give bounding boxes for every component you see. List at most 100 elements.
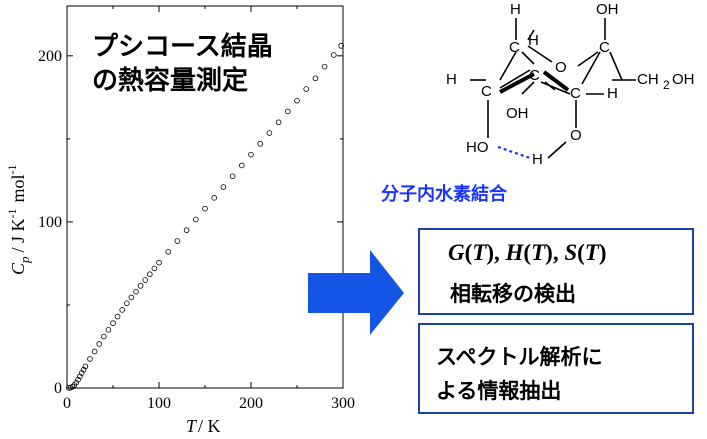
atom-label: C xyxy=(599,39,610,56)
formula-part: ( xyxy=(523,240,532,265)
x-axis-label-unit: / K xyxy=(198,416,221,436)
x-tick-label: 0 xyxy=(63,395,71,412)
y-axis-label-unit: / J K xyxy=(8,218,28,252)
x-tick-label: 100 xyxy=(147,395,171,412)
atom-label: C xyxy=(509,39,520,56)
y-axis-label-sub: p xyxy=(17,256,32,264)
formula-part: ) xyxy=(598,240,607,265)
atom-label: CH xyxy=(637,71,659,88)
atom-label: H xyxy=(510,1,521,18)
atom-label: 2 xyxy=(663,78,670,92)
atom-label: C xyxy=(481,83,492,100)
data-point xyxy=(284,108,291,115)
formula-part: H xyxy=(505,240,524,265)
x-axis-label-var: T xyxy=(186,416,198,436)
data-point xyxy=(91,348,98,355)
data-point xyxy=(303,86,310,92)
y-axis-label-var: C xyxy=(8,262,28,275)
data-point xyxy=(147,271,153,278)
atom-label: C xyxy=(570,85,581,102)
data-point xyxy=(142,277,149,283)
atom-label: H xyxy=(528,32,539,49)
data-point xyxy=(78,370,85,376)
formula-part: T xyxy=(531,240,546,265)
x-tick-label: 200 xyxy=(239,395,263,412)
formula-part: ( xyxy=(464,240,473,265)
data-point xyxy=(229,173,236,180)
data-point xyxy=(96,341,102,347)
formula-part: G xyxy=(448,240,465,265)
formula-part: T xyxy=(472,240,487,265)
data-point xyxy=(202,205,208,212)
atom-label: C xyxy=(529,67,540,84)
data-point xyxy=(294,97,300,104)
axis-ticks: 0 100 200 300 0 100 200 xyxy=(38,6,355,412)
data-point xyxy=(266,130,273,136)
spectral-analysis-line-1: スペクトル解析に xyxy=(436,345,603,369)
data-point xyxy=(156,259,162,266)
gibbs-enthalpy-entropy-formula: G(T), H(T), S(T) xyxy=(448,240,607,266)
atom-label: HO xyxy=(466,139,489,156)
phase-transition-label: 相転移の検出 xyxy=(450,282,576,306)
phase-transition-box: G(T), H(T), S(T) 相転移の検出 xyxy=(418,228,694,315)
data-point xyxy=(321,63,328,70)
formula-part: ), xyxy=(545,240,565,265)
data-point xyxy=(82,363,89,370)
data-point xyxy=(257,141,264,147)
y-tick-label: 0 xyxy=(54,380,62,397)
y-axis-label-unit2: mol xyxy=(8,174,28,202)
y-axis-label-exp1: -1 xyxy=(5,208,19,218)
data-point xyxy=(183,227,190,234)
hydrogen-bond-line xyxy=(497,145,531,160)
data-point xyxy=(105,327,112,333)
formula-part: ), xyxy=(486,240,506,265)
data-series xyxy=(66,43,344,391)
formula-part: ( xyxy=(577,240,585,265)
data-point xyxy=(248,151,254,158)
data-point xyxy=(220,184,227,190)
y-axis-label-exp2: -1 xyxy=(5,164,19,174)
data-point xyxy=(101,333,107,340)
data-point xyxy=(114,313,121,320)
data-point xyxy=(165,249,172,255)
data-point xyxy=(312,75,319,82)
data-point xyxy=(110,320,116,327)
data-point xyxy=(128,294,135,301)
y-tick-label: 200 xyxy=(38,48,62,65)
data-point xyxy=(239,162,245,169)
data-point xyxy=(69,383,76,390)
data-point xyxy=(174,238,181,244)
spectral-analysis-box: スペクトル解析に よる情報抽出 xyxy=(418,323,694,414)
formula-part: S xyxy=(564,240,578,265)
data-point xyxy=(193,216,199,223)
data-point xyxy=(119,307,125,313)
data-point xyxy=(137,283,144,289)
x-tick-label: 300 xyxy=(331,395,355,412)
data-point xyxy=(87,356,93,362)
y-axis-label: Cp/ J K-1mol-1 xyxy=(5,164,32,275)
data-point xyxy=(73,379,79,386)
data-point xyxy=(338,43,344,49)
data-point xyxy=(330,52,337,58)
svg-text:Cp/ J K-1mol-1: Cp/ J K-1mol-1 xyxy=(5,164,32,275)
intramolecular-hbond-caption: 分子内水素結合 xyxy=(381,184,507,205)
atom-label: H xyxy=(446,71,457,88)
data-point xyxy=(66,385,72,391)
data-point xyxy=(133,288,139,295)
formula-part: T xyxy=(584,240,599,265)
data-point xyxy=(151,265,158,272)
atom-label: O xyxy=(555,59,567,76)
data-point xyxy=(80,366,87,373)
chart-title-line-2: の熱容量測定 xyxy=(92,66,249,96)
data-point xyxy=(275,119,282,126)
data-point xyxy=(124,300,130,307)
atom-label: OH xyxy=(506,105,529,122)
chart-title-line-1: プシコース結晶 xyxy=(92,32,273,62)
y-tick-label: 100 xyxy=(38,214,62,231)
atom-label: OH xyxy=(596,1,619,18)
data-point xyxy=(75,376,81,383)
atom-label: OH xyxy=(672,71,695,88)
